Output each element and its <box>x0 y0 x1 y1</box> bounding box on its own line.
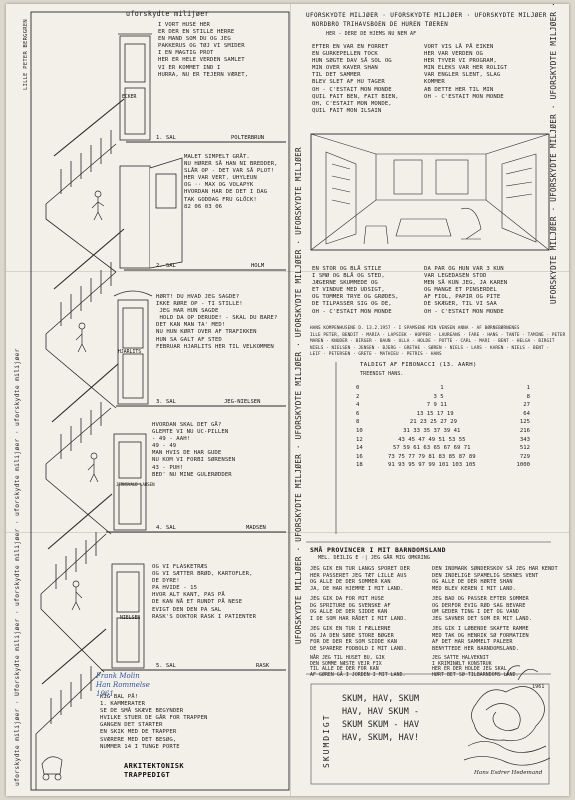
fold-line-horizontal <box>6 532 569 533</box>
nordbro-subtitle: HER - DERE DE HJEMS NU NEM AF <box>326 31 417 37</box>
floor-label: 2. SAL <box>156 263 176 269</box>
fibonacci-index: 0 2 4 6 8 10 12 14 16 18 <box>356 385 363 469</box>
fibonacci-rows: 1 3 5 7 9 11 13 15 17 19 21 23 25 27 29 … <box>388 385 476 469</box>
verse-floor-2: MALET SIMPELT GRÅT. NU HØRER SÅ HAN NI B… <box>184 154 278 210</box>
stor-verse-right: DA PAR OG HUN VAR 3 KUN VAR LEGEDASEN ST… <box>424 266 508 315</box>
floor-resident: JEG-NIELSEN <box>224 399 261 405</box>
nordbro-title: NORDBRO TRIHAVSBOEN DE HUREN TØEREN <box>312 22 449 28</box>
wave-drawing <box>463 665 551 766</box>
smaa-verse-7: NÅR JEG TIL HUSET BU, GIK DEN SOMME NÆST… <box>310 656 406 678</box>
door-floor-2 <box>119 157 183 269</box>
stor-verse-left: EN STOR OG BLÅ STILE I SMØ OG BLÅ OG STE… <box>312 266 399 315</box>
door-nameplate: JERNSVALD LARSEN <box>116 482 155 487</box>
door-nameplate: NIELSEN <box>120 616 141 621</box>
skumdigt-verse: SKUM, HAV, SKUM HAV, HAV SKUM - SKUM SKU… <box>342 693 420 742</box>
verse-floor-5: OG VI FLASKETRÆS OG VI SÆTTER BRØD, KART… <box>152 564 257 620</box>
stairwell-drawing <box>30 11 551 791</box>
verse-floor-3: HØRT! DU HVAD JEG SAGDE? IKKE RØRE OP - … <box>156 294 278 350</box>
nordbro-verse-left: EFTER EN VAR EN FORRET EN GURKEPELLEN TO… <box>312 44 399 114</box>
smaa-verse-2: DEN INDMARK SØNDERSKOV SÅ JEG HAR KENDT … <box>432 566 558 592</box>
names-block: HANS KOMPENHUSENE D. 13.2.1957 · I SPAMS… <box>310 326 566 357</box>
smaa-subtitle: MEL. DEILIG E ·| JEG GÅR MIG OMKRING <box>318 555 430 561</box>
top-header: uforskydte milijøer <box>126 10 210 18</box>
interior-sketch <box>310 133 550 251</box>
fold-line-horizontal <box>6 271 569 272</box>
fibonacci-title: TALDIGT AF FIBONACCI (13. AARH) <box>360 362 477 368</box>
door-nameplate: HJARLITS <box>118 350 142 355</box>
floor-resident: POLTERBRUN <box>231 135 265 141</box>
poem-title-arkitektonisk: ARKITEKTONISK TRAPPEDIGT <box>124 762 184 779</box>
fold-line-vertical <box>290 4 291 796</box>
author-signature-right: Hans Esdrer Hedemand <box>474 770 543 776</box>
smaa-verse-5: JEG GIK EN TUR I FÆLLERNE OG JA DEN SØDE… <box>310 626 407 652</box>
smaa-verse-4: JEG BAD OG PASSER EFTER SOMMER OG DERFOR… <box>432 596 532 622</box>
floor-label: 1. SAL <box>156 135 176 141</box>
floor-label: 4. SAL <box>156 525 176 531</box>
author-signature-left: Frank Molin Han Rommelse 1961 <box>96 672 150 698</box>
floor-resident: HOLM <box>251 263 265 269</box>
verse-floor-1: I VORT HUSE HER ER DER EN STILLE HERRE E… <box>158 22 249 78</box>
smaa-title: SMÅ PROVINCER I MIT BARNDOMSLAND <box>310 546 446 554</box>
staircase <box>35 98 125 790</box>
smaa-verse-3: JEG GIK DA FOR MIT HUSE DG SPRITURE OG S… <box>310 596 407 622</box>
skumdigt-title: SKUMDIGT <box>322 713 331 768</box>
top-right-header: UFORSKYDTE MILJØER · UFORSKYDTE MILJØER … <box>306 12 547 19</box>
fibonacci-results: 1 8 27 64 125 216 343 512 729 1000 <box>516 385 530 469</box>
door-floor-3 <box>113 290 153 405</box>
door-floor-4 <box>113 433 147 531</box>
nordbro-verse-right: VORT VIS LÅ PÅ EIKEN HER VAR VERDEN OG H… <box>424 44 508 100</box>
smaa-verse-6: JEG GIK I LØBENDE SKAFTE RAMME MED TAK O… <box>432 626 529 652</box>
poster-sheet: uforskydte milijøer · Uforskydte milijøe… <box>6 4 569 796</box>
verse-floor-4: HVORDAN SKAL DET GÅ? GLEMTE VI NU UC-PIL… <box>152 422 236 478</box>
door-floor-5 <box>111 563 145 669</box>
door-nameplate: ECKER <box>122 95 137 100</box>
fibonacci-subtitle: TREENIGT HANS. <box>360 371 404 377</box>
door-floor-1 <box>118 33 152 141</box>
floor-label: 5. SAL <box>156 663 176 669</box>
floor-resident: MADSEN <box>246 525 266 531</box>
year-right: 1961 <box>532 684 545 690</box>
verse-ground: KIG BAL PÅ! 1. KAMMERATER SE DE SMÅ SKÆV… <box>100 694 208 750</box>
floor-label: 3. SAL <box>156 399 176 405</box>
floor-resident: RASK <box>256 663 270 669</box>
smaa-verse-8: JEG SATTE HALVEKNIT I KRIMINÆLT KONSTRUK… <box>432 656 519 678</box>
smaa-verse-1: JEG GIK EN TUR LANGS SPORET DER HER PASS… <box>310 566 410 592</box>
